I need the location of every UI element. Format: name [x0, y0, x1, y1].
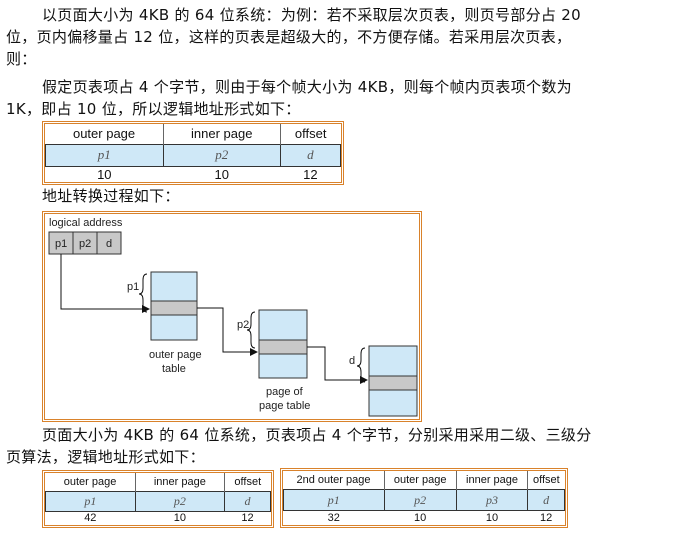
- t2-symbol-d: d: [224, 490, 271, 512]
- t2-symbol-p1: p1: [45, 490, 136, 512]
- intro-line-3: 则：: [6, 50, 37, 68]
- brace-d: [356, 347, 366, 383]
- t2-header-offset: offset: [234, 475, 262, 488]
- t3-bits-inner: 10: [485, 511, 499, 524]
- t3-header-offset: offset: [533, 474, 560, 487]
- t2-bits-outer: 42: [84, 512, 97, 525]
- address-format-two-level: outer page inner page offset p1 p2 d 10 …: [42, 121, 344, 185]
- t3-bits-2nd-outer: 32: [327, 511, 340, 524]
- t3-header-outer-page: outer page: [384, 471, 457, 490]
- bits-offset: 12: [303, 166, 318, 182]
- logical-cell-p2-text: p2: [79, 238, 91, 250]
- t3-symbol-d: d: [527, 489, 565, 511]
- logical-cell-d-text: d: [106, 238, 112, 250]
- t3-bits-offset: 12: [540, 511, 553, 524]
- brace-label-p1: p1: [127, 281, 139, 293]
- brace-p2: [246, 311, 256, 349]
- t3-symbol-p3: p3: [455, 489, 529, 511]
- address-format-64bit-two-level: outer page inner page offset p1 p2 d 42 …: [42, 470, 274, 528]
- paragraph-64bit: 页面大小为 4KB 的 64 位系统，页表项占 4 个字节，分别采用采用二级、三…: [6, 424, 668, 468]
- header-inner-page: inner page: [163, 124, 281, 144]
- outer-table-entry: [150, 300, 198, 316]
- address-translation-diagram: logical address p1 p2 d p1 outer page ta…: [42, 211, 422, 422]
- brace-label-p2: p2: [237, 319, 249, 331]
- t2-header-inner-page: inner page: [135, 473, 226, 491]
- translation-caption: 地址转换过程如下：: [42, 187, 180, 205]
- header-offset: offset: [294, 126, 327, 142]
- bits-inner: 10: [214, 166, 229, 182]
- t2-symbol-p2: p2: [134, 490, 226, 512]
- logical-cell-p1-text: p1: [55, 238, 67, 250]
- brace-p1: [138, 273, 148, 313]
- t3-bits-outer: 10: [414, 511, 427, 524]
- diagram-svg: logical address p1 p2 d p1 outer page ta…: [48, 217, 418, 417]
- memory-page-byte: [368, 375, 418, 391]
- page-of-table-label-1: page of: [266, 386, 304, 398]
- header-outer-page: outer page: [45, 124, 164, 144]
- logical-address-label: logical address: [49, 217, 123, 229]
- address-format-64bit-three-level: 2nd outer page outer page inner page off…: [280, 468, 568, 528]
- t3-header-2nd-outer-page: 2nd outer page: [283, 471, 385, 490]
- inner-table-entry: [258, 339, 308, 355]
- intro-line-1: 以页面大小为 4KB 的 64 位系统：为例：若不采取层次页表，则页号部分占 2…: [42, 6, 581, 24]
- symbol-p2: p2: [162, 143, 281, 167]
- entry-line-2: 1K，即占 10 位，所以逻辑地址形式如下：: [6, 100, 301, 118]
- outer-table-label-1: outer page: [149, 349, 202, 361]
- symbol-d: d: [279, 143, 342, 167]
- outer-table-label-2: table: [162, 363, 186, 375]
- page-of-table-label-2: page table: [259, 400, 310, 412]
- entry-line-1: 假定页表项占 4 个字节，则由于每个帧大小为 4KB，则每个帧内页表项个数为: [42, 78, 572, 96]
- para3-line-2: 页算法，逻辑地址形式如下：: [6, 448, 205, 466]
- para3-line-1: 页面大小为 4KB 的 64 位系统，页表项占 4 个字节，分别采用采用二级、三…: [42, 426, 592, 444]
- arrow-outer-to-inner: [197, 307, 258, 356]
- intro-line-2: 位，页内偏移量占 12 位，这样的页表是超级大的，不方便存储。若采用层次页表，: [6, 28, 572, 46]
- arrow-p1: [60, 254, 150, 313]
- t2-header-outer-page: outer page: [45, 473, 136, 491]
- paragraph-intro: 以页面大小为 4KB 的 64 位系统：为例：若不采取层次页表，则页号部分占 2…: [6, 4, 668, 70]
- t3-header-inner-page: inner page: [456, 471, 529, 490]
- t3-symbol-p1: p1: [283, 489, 385, 511]
- bits-outer: 10: [97, 166, 112, 182]
- logical-cell-d: [96, 231, 122, 255]
- t3-symbol-p2: p2: [383, 489, 457, 511]
- t2-bits-offset: 12: [241, 512, 254, 525]
- brace-label-d: d: [349, 355, 355, 367]
- t2-bits-inner: 10: [173, 512, 186, 525]
- symbol-p1: p1: [45, 143, 164, 167]
- arrow-inner-to-page: [307, 346, 368, 384]
- paragraph-page-entry: 假定页表项占 4 个字节，则由于每个帧大小为 4KB，则每个帧内页表项个数为 1…: [6, 76, 668, 120]
